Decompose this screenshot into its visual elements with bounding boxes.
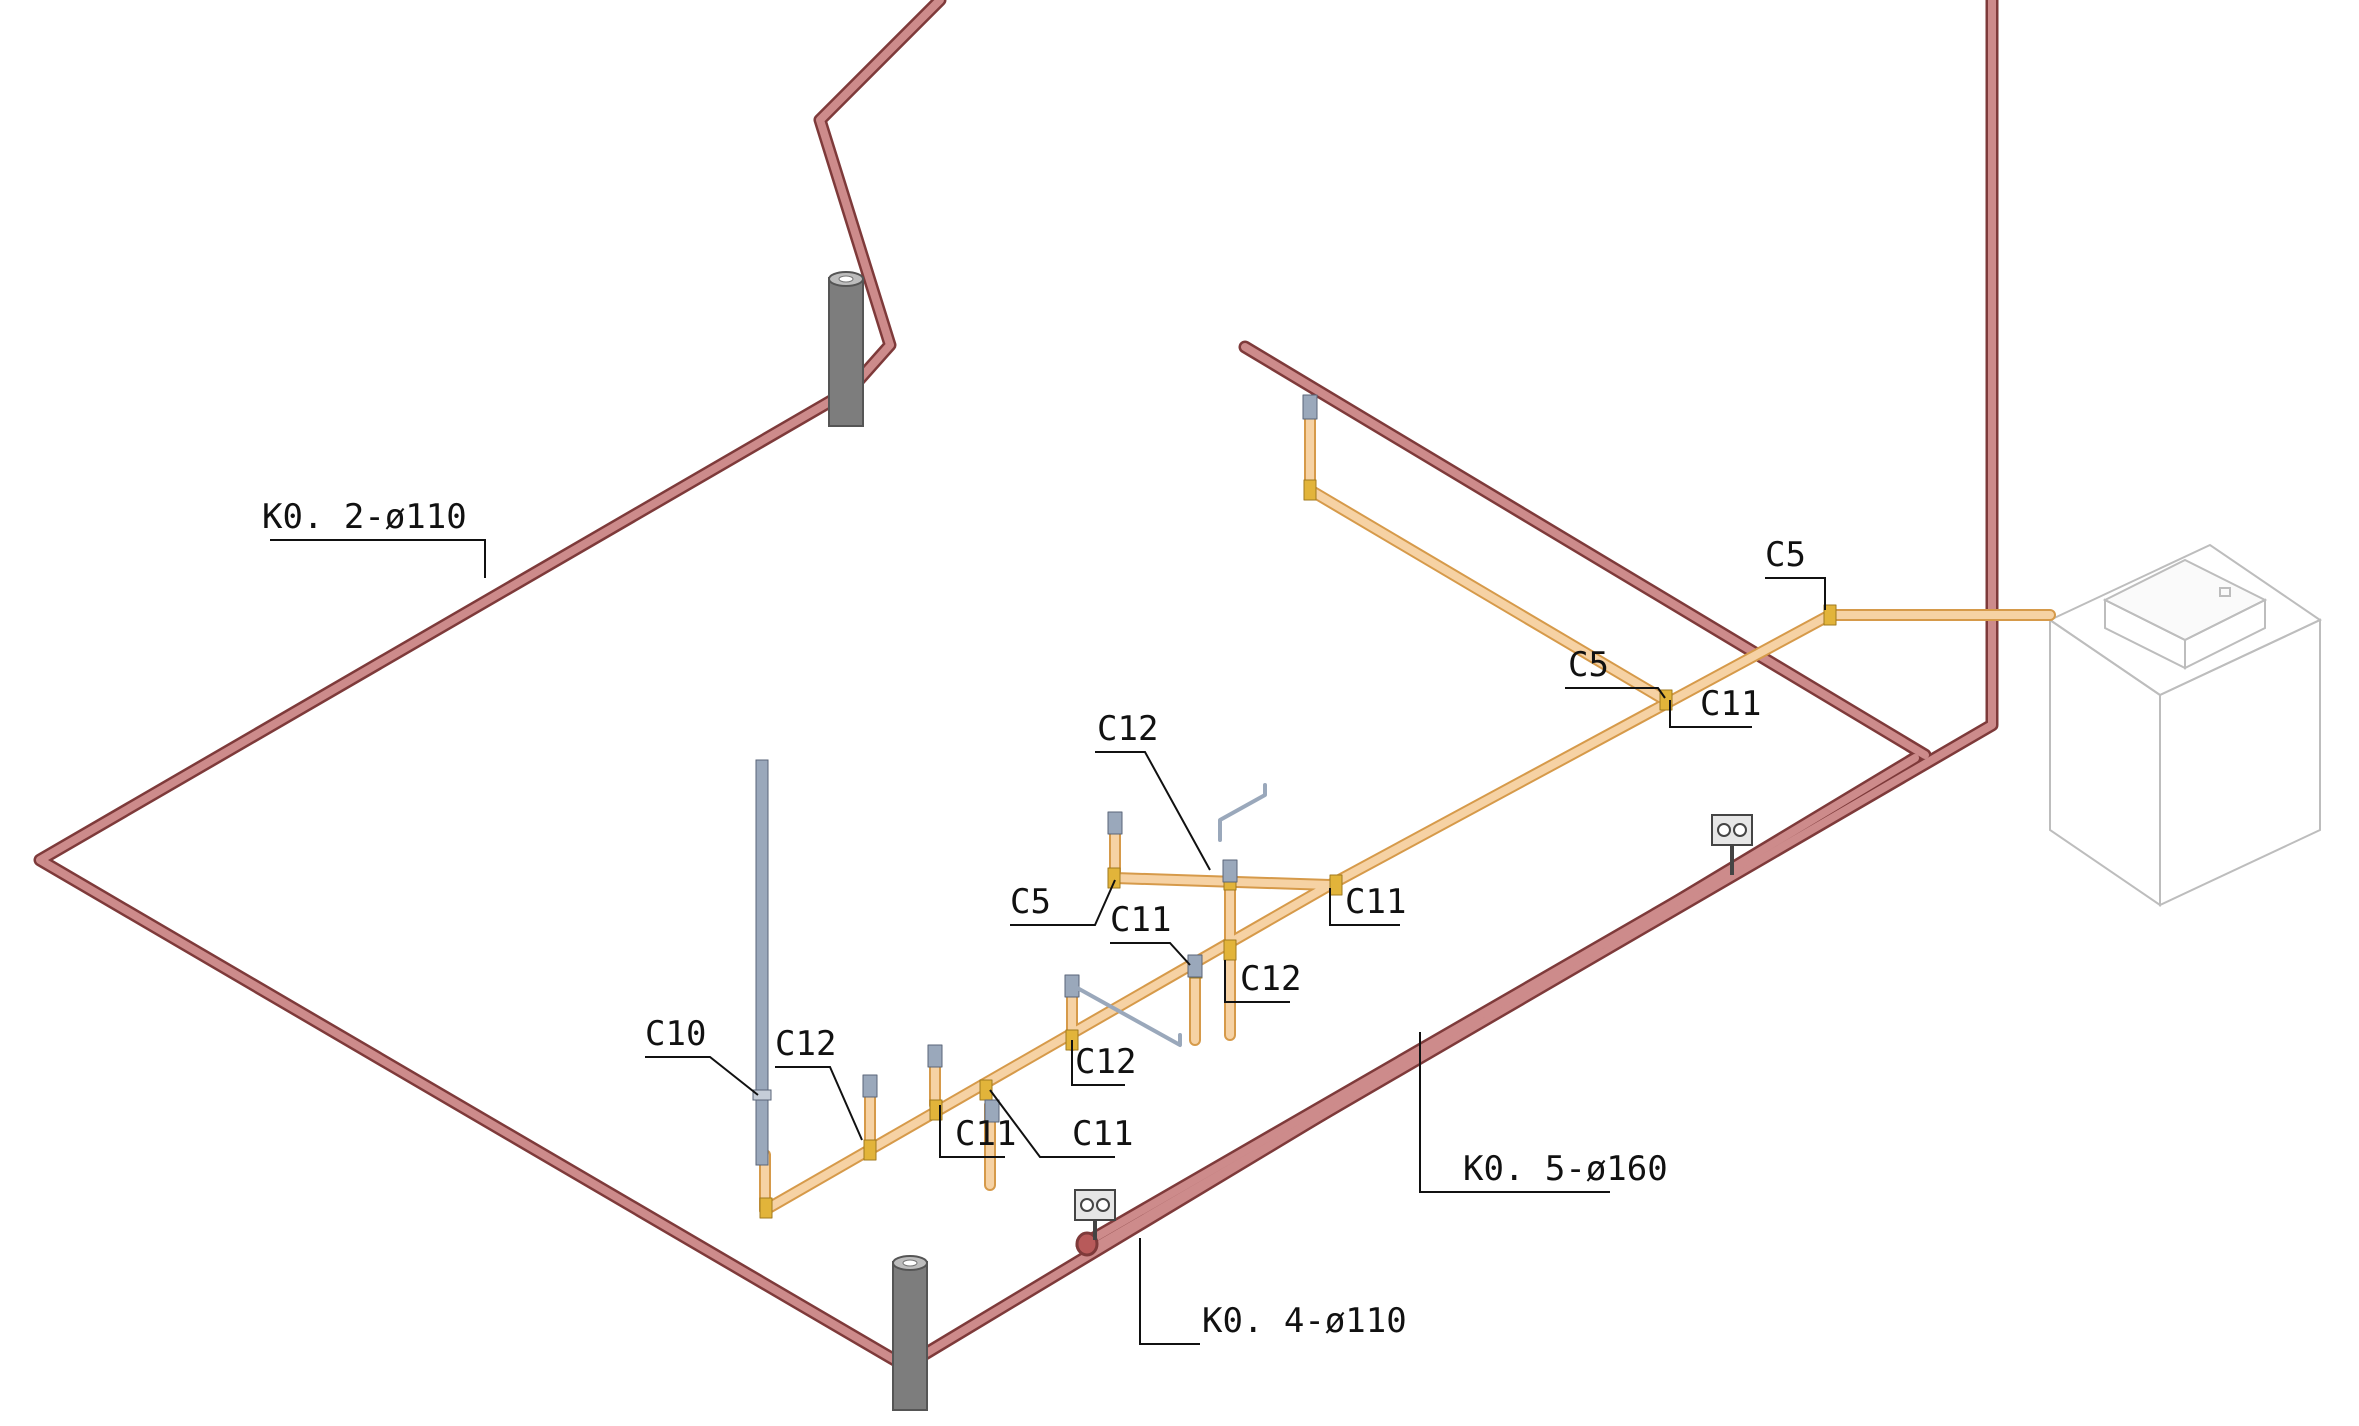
valve-tops [862,394,1318,1123]
vent-stack-top [828,271,864,427]
vent-stack-bottom [892,1255,928,1411]
label-c5-left: C5 [1010,882,1051,922]
label-c11-low: C11 [955,1114,1016,1154]
water-pipes [759,394,2056,1219]
label-c10: C10 [645,1014,706,1054]
leader-c12-left [775,1066,863,1141]
pipe-end-cap [1075,1231,1099,1257]
label-c11-bottom: C11 [1072,1114,1133,1154]
leader-c11-right [1669,700,1752,728]
label-c12-low: C12 [1075,1042,1136,1082]
water-fittings [759,479,1837,1219]
leader-c12-top [1095,751,1211,871]
inspection-box-left [1074,1189,1116,1240]
leader-c11-mid [1329,888,1400,926]
label-c5-top: C5 [1765,535,1806,575]
label-c5-mid: C5 [1568,645,1609,685]
leader-c11-bottom [989,1089,1115,1158]
leader-c11-low [939,1105,1005,1158]
riser-c10 [752,759,772,1166]
leader-c5-left [1010,879,1116,926]
label-c12-mid: C12 [1240,959,1301,999]
inspection-box-right [1711,814,1753,875]
leader-k02 [270,539,486,578]
leader-k05 [1419,1032,1610,1193]
labels: K0. 2-ø110 K0. 4-ø110 K0. 5-ø160 C5 C5 C… [262,497,1806,1341]
leader-c11-a [1110,942,1191,966]
leader-c12-low [1071,1040,1125,1086]
label-k04: K0. 4-ø110 [1202,1301,1407,1341]
label-c11-mid: C11 [1345,882,1406,922]
label-c12-top: C12 [1097,709,1158,749]
leader-c12-mid [1224,960,1290,1003]
leader-lines [270,539,1826,1345]
leader-c10 [645,1056,759,1096]
label-k02: K0. 2-ø110 [262,497,467,537]
label-k05: K0. 5-ø160 [1463,1149,1668,1189]
leader-c5-mid [1565,687,1666,699]
label-c11-a: C11 [1110,900,1171,940]
valve-handles [1070,783,1267,1047]
leader-c5-top [1765,577,1826,610]
label-c12-left: C12 [775,1024,836,1064]
equipment-tank [2047,543,2323,907]
leader-k04 [1139,1238,1200,1345]
label-c11-right: C11 [1700,684,1761,724]
